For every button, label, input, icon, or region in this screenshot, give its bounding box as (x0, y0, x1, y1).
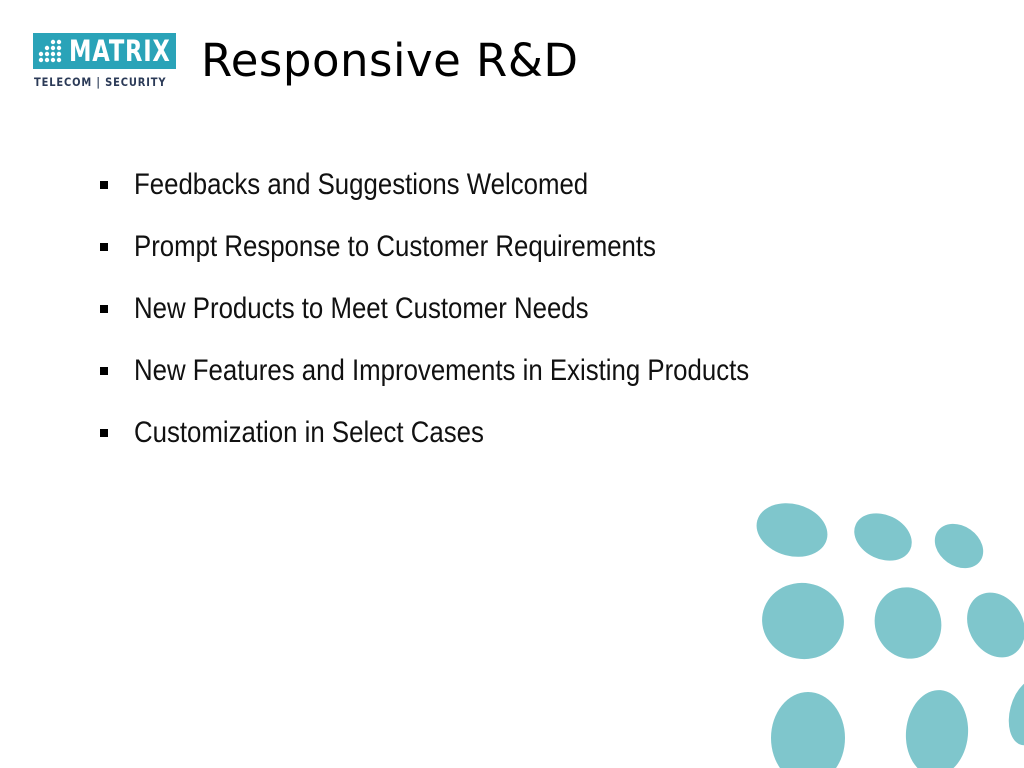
square-bullet-icon (100, 305, 108, 313)
logo-banner: MATRIX (33, 33, 176, 69)
bullet-text: New Features and Improvements in Existin… (134, 354, 750, 387)
bullet-text: Feedbacks and Suggestions Welcomed (134, 168, 589, 201)
matrix-dots-icon (38, 39, 62, 63)
logo-subtitle: TELECOM | SECURITY (34, 75, 167, 89)
bullet-text: Prompt Response to Customer Requirements (134, 230, 656, 263)
square-bullet-icon (100, 243, 108, 251)
slide-title: Responsive R&D (201, 34, 579, 87)
square-bullet-icon (100, 367, 108, 375)
decorative-circle (874, 587, 942, 659)
decorative-circle (756, 503, 828, 557)
square-bullet-icon (100, 429, 108, 437)
decorative-circle (905, 690, 969, 768)
decorative-circle (771, 692, 845, 768)
decorative-circle (934, 523, 984, 569)
decorative-circle (854, 513, 912, 561)
bullet-text: Customization in Select Cases (134, 416, 484, 449)
logo-wordmark: MATRIX (69, 34, 171, 68)
decorative-circle (967, 592, 1024, 658)
bullet-text: New Products to Meet Customer Needs (134, 292, 589, 325)
decorative-circle (1008, 678, 1024, 746)
square-bullet-icon (100, 181, 108, 189)
decorative-circle (762, 582, 844, 660)
matrix-logo: MATRIX TELECOM | SECURITY (33, 33, 176, 91)
